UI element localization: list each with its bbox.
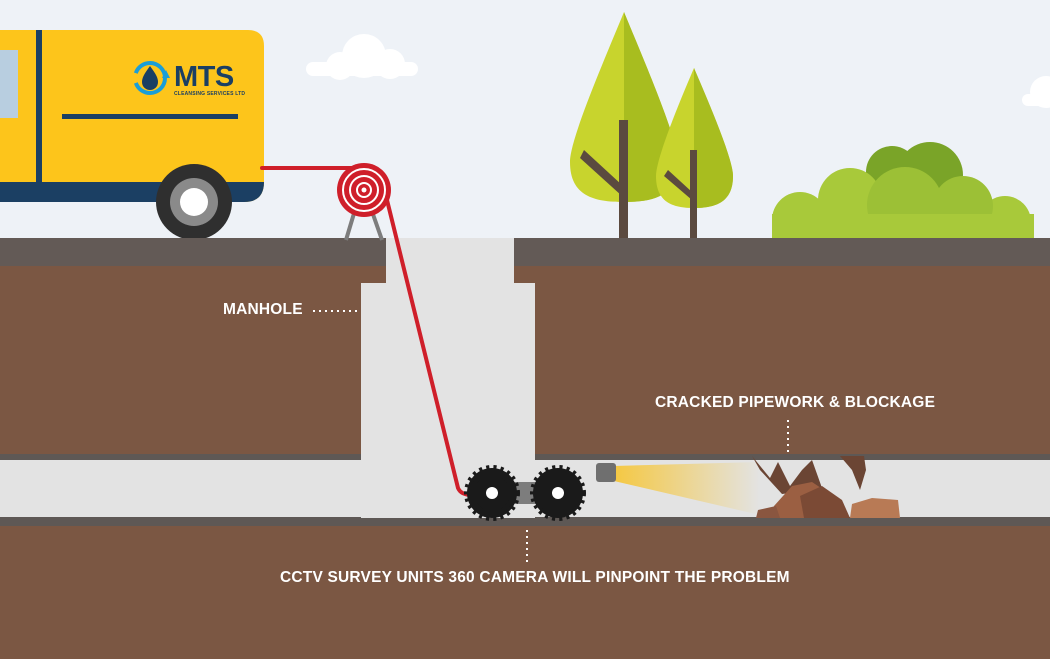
cloud-icon bbox=[1022, 76, 1050, 108]
crawler-wheel bbox=[464, 465, 520, 521]
mts-logo-icon bbox=[133, 61, 170, 95]
cloud-icon bbox=[306, 34, 418, 80]
van bbox=[0, 30, 264, 240]
camera-head-icon bbox=[596, 463, 616, 482]
brand-name: MTS bbox=[174, 61, 234, 93]
cctv-crawler-camera bbox=[464, 463, 616, 521]
blockage-label: CRACKED PIPEWORK & BLOCKAGE bbox=[655, 394, 936, 411]
camera-label: CCTV SURVEY UNITS 360 CAMERA WILL PINPOI… bbox=[280, 569, 790, 586]
brand-tagline: CLEANSING SERVICES LTD bbox=[174, 91, 246, 97]
manhole-label: MANHOLE bbox=[223, 301, 303, 318]
blockage-debris bbox=[752, 456, 900, 518]
road-surface bbox=[0, 238, 1050, 268]
cable-reel-icon bbox=[337, 163, 391, 217]
bush-icon bbox=[772, 142, 1034, 248]
crawler-wheel bbox=[530, 465, 586, 521]
van-wheel bbox=[156, 164, 232, 240]
tree-icon bbox=[656, 68, 733, 240]
van-window bbox=[0, 50, 18, 118]
camera-beam bbox=[614, 462, 760, 515]
